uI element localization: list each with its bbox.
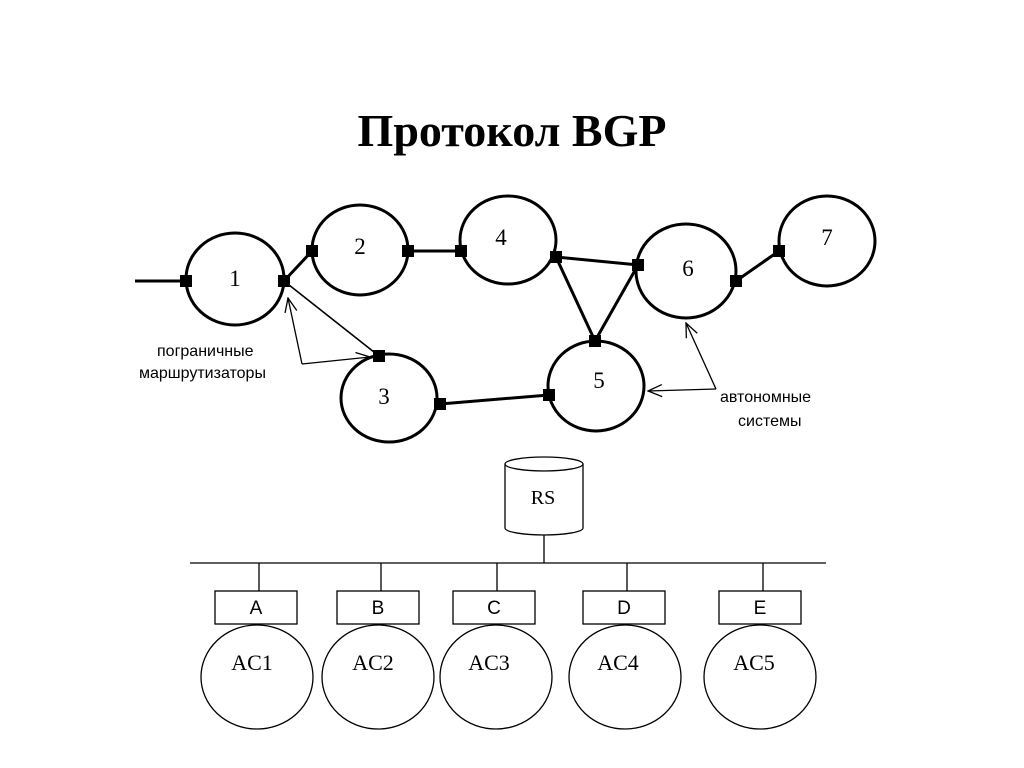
router-box-e — [718, 590, 802, 625]
as-nodes — [184, 194, 877, 444]
link-4-5 — [554, 256, 597, 342]
node-7 — [777, 194, 877, 288]
router-box-a — [214, 590, 298, 625]
as-circle-5 — [703, 624, 817, 730]
as-label-5: AC5 — [733, 650, 775, 675]
page-title: Протокол BGP — [357, 105, 667, 156]
shared-bus — [190, 535, 826, 591]
router-box-c — [452, 590, 536, 625]
node-4 — [458, 194, 558, 286]
node-label-4: 4 — [495, 225, 507, 250]
as-label-1: AC1 — [231, 650, 273, 675]
as-label-2: AC2 — [352, 650, 394, 675]
as-label-3: AC3 — [468, 650, 510, 675]
as-circle-2 — [321, 624, 435, 730]
link-4-6 — [555, 255, 639, 267]
as-circle-3 — [439, 624, 553, 730]
link-1-3 — [283, 280, 380, 357]
node-label-1: 1 — [229, 266, 241, 291]
router-label-c: C — [487, 598, 501, 619]
link-3-5 — [439, 393, 550, 406]
rs-cylinder-top — [504, 456, 584, 472]
autonomous-systems-label-line2: системы — [738, 413, 801, 430]
link-6-7 — [735, 249, 780, 283]
border-routers-label-line2: маршрутизаторы — [139, 365, 266, 382]
node-label-7: 7 — [821, 225, 833, 250]
node-label-6: 6 — [682, 256, 694, 281]
router-box-b — [336, 590, 420, 625]
as-label-4: AC4 — [597, 650, 639, 675]
router-label-b: B — [372, 598, 385, 619]
as-circle-1 — [200, 624, 314, 730]
router-box-d — [582, 590, 666, 625]
node-label-2: 2 — [354, 234, 366, 259]
router-label-d: D — [617, 598, 631, 619]
link-6-5 — [593, 264, 640, 342]
border-router-markers — [180, 245, 785, 410]
rs-label: RS — [531, 487, 555, 509]
node-label-5: 5 — [593, 368, 605, 393]
border-routers-label-line1: пограничные — [157, 343, 254, 360]
as-links — [135, 249, 780, 406]
annotation-arrows — [288, 298, 717, 391]
node-labels: 1 2 3 4 5 6 7 — [229, 225, 833, 409]
router-label-e: E — [754, 598, 767, 619]
as-circle-4 — [568, 624, 682, 730]
node-label-3: 3 — [378, 384, 390, 409]
route-server — [504, 456, 584, 536]
router-boxes — [214, 590, 802, 625]
as-circles — [200, 624, 817, 730]
autonomous-systems-label-line1: автономные — [720, 389, 811, 406]
router-label-a: A — [250, 598, 263, 619]
